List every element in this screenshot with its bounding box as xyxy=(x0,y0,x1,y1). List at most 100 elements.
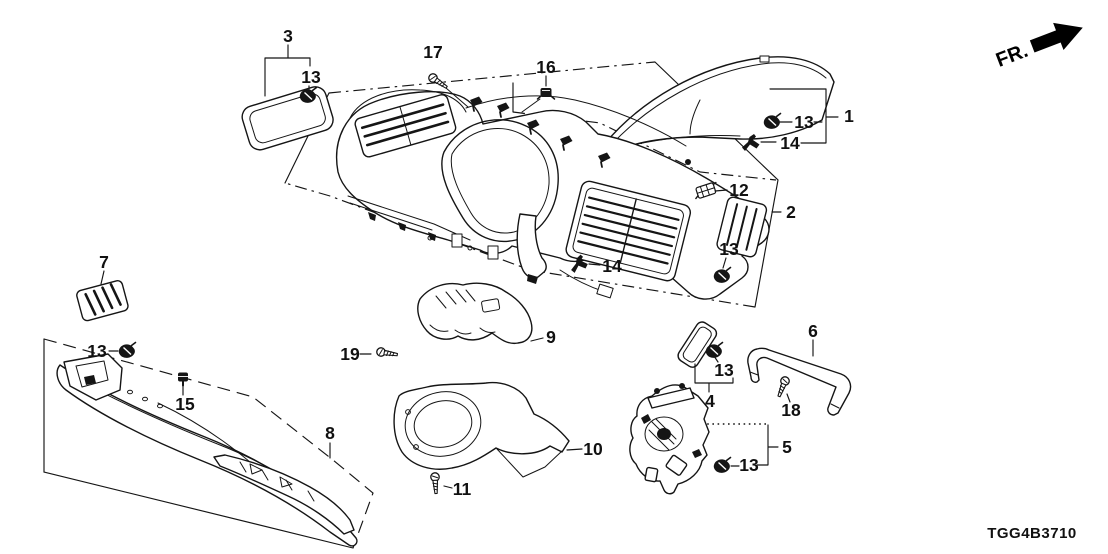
leader-12 xyxy=(714,189,728,192)
clip-13 xyxy=(117,341,137,359)
leader-9 xyxy=(530,337,544,342)
callout-18[interactable]: 18 xyxy=(781,400,801,420)
bump xyxy=(157,403,163,409)
cover-outline xyxy=(393,381,570,470)
callout-11[interactable]: 11 xyxy=(453,479,472,499)
callout-2[interactable]: 2 xyxy=(786,202,796,222)
left-vent-divider xyxy=(399,106,412,146)
stud xyxy=(685,159,691,165)
callout-15[interactable]: 15 xyxy=(175,394,195,414)
callout-3[interactable]: 3 xyxy=(283,26,293,46)
leader-1-13-14 xyxy=(760,88,839,144)
clip-15 xyxy=(177,371,189,387)
callout-13-plate[interactable]: 13 xyxy=(714,360,734,380)
leader-3 xyxy=(264,44,311,97)
leader-7 xyxy=(100,270,105,285)
callout-16[interactable]: 16 xyxy=(536,57,556,77)
callout-8[interactable]: 8 xyxy=(325,423,335,443)
screw-19 xyxy=(375,346,399,360)
center-vent xyxy=(565,180,692,282)
inner-tray xyxy=(213,454,355,535)
hole xyxy=(427,235,433,241)
tab xyxy=(451,233,463,248)
grille-outline xyxy=(76,280,129,322)
reel-center xyxy=(657,428,671,440)
slot xyxy=(481,298,501,313)
plate-inner xyxy=(682,326,712,363)
part-3-lid xyxy=(241,86,334,151)
boundary-line xyxy=(328,61,656,94)
right-outlet-slats xyxy=(725,203,758,251)
boundary-line xyxy=(43,338,354,549)
leader-10 xyxy=(566,448,583,451)
part-6-garnish xyxy=(747,347,852,416)
lid-inner-line xyxy=(249,93,326,144)
callout-19[interactable]: 19 xyxy=(340,344,360,364)
callout-7[interactable]: 7 xyxy=(99,252,109,272)
knob xyxy=(654,388,660,394)
callout-13-lid[interactable]: 13 xyxy=(301,67,321,87)
ring-inner xyxy=(413,400,473,448)
detail-blocks xyxy=(641,414,702,458)
diagram-code: TGG4B3710 xyxy=(987,525,1077,542)
callout-12[interactable]: 12 xyxy=(729,180,749,200)
screw-hole xyxy=(413,444,419,450)
lower-rail xyxy=(347,195,471,241)
callout-14-left[interactable]: 14 xyxy=(602,256,622,276)
screw-18 xyxy=(774,374,792,399)
connector xyxy=(665,454,688,476)
garnish-outline xyxy=(747,347,852,416)
bump xyxy=(127,389,133,395)
callout-1[interactable]: 1 xyxy=(844,106,854,126)
part-2-instrument-panel-assembly xyxy=(336,89,770,300)
lid-outline xyxy=(241,86,334,151)
callout-13-panel[interactable]: 13 xyxy=(87,341,107,361)
fr-arrow-icon xyxy=(1029,22,1083,53)
part-8-lower-panel xyxy=(56,353,358,547)
leader-4-13 xyxy=(694,355,734,393)
latch xyxy=(84,375,96,385)
tray-ribs xyxy=(239,461,315,502)
tab xyxy=(487,245,499,260)
callout-10[interactable]: 10 xyxy=(583,439,603,459)
connector xyxy=(596,283,614,299)
callout-17[interactable]: 17 xyxy=(423,42,442,62)
bump xyxy=(142,396,148,402)
left-vent xyxy=(354,94,457,158)
leader-17 xyxy=(445,87,469,108)
callout-13-vent[interactable]: 13 xyxy=(719,239,739,259)
cover-tab xyxy=(759,55,770,63)
center-vent-divider xyxy=(619,198,637,264)
grille-slats xyxy=(84,283,122,316)
scallop-lines xyxy=(429,324,496,335)
garnish-feet-hatch xyxy=(749,371,840,409)
callout-14-cover[interactable]: 14 xyxy=(780,133,800,153)
callout-13-switch[interactable]: 13 xyxy=(739,455,759,475)
right-outlet xyxy=(716,196,768,258)
end-pocket-inner xyxy=(75,360,109,388)
connector xyxy=(644,466,659,483)
callout-4[interactable]: 4 xyxy=(705,391,715,411)
cluster-hood-outer xyxy=(441,119,559,243)
rail-clip xyxy=(496,101,511,118)
cover-outline xyxy=(417,282,533,345)
leader-16-mount xyxy=(521,98,541,113)
callout-6[interactable]: 6 xyxy=(808,321,818,341)
part-7-grille xyxy=(76,280,129,322)
fin-lines xyxy=(496,448,563,478)
hood-line xyxy=(349,89,467,119)
clip-16 xyxy=(536,87,556,100)
part-10-column-cover-lower xyxy=(393,381,570,478)
callout-13-cover[interactable]: 13 xyxy=(794,112,814,132)
top-bar xyxy=(647,387,695,409)
center-leg-foot xyxy=(527,274,538,284)
ring-outer xyxy=(404,391,482,457)
knob xyxy=(679,383,685,389)
callout-9[interactable]: 9 xyxy=(546,327,556,347)
hole xyxy=(467,245,473,251)
screw-hole xyxy=(405,409,411,415)
leader-16 xyxy=(512,75,547,113)
callout-5[interactable]: 5 xyxy=(782,437,792,457)
